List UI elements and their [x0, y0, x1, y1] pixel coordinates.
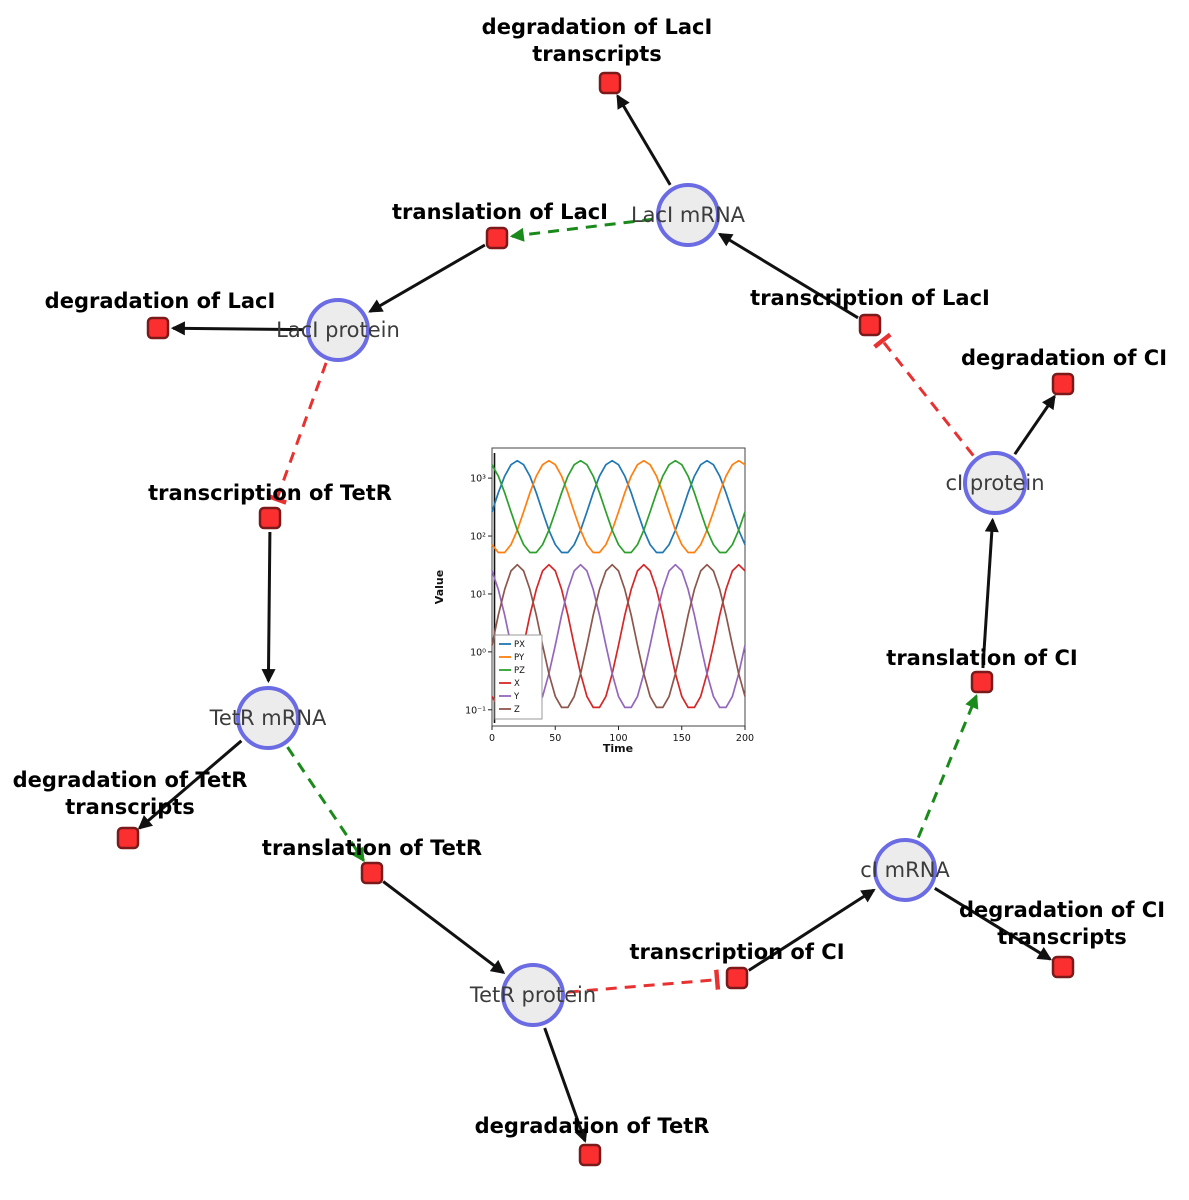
edge-inhibition-ci_protein-to-txn_laci: [873, 332, 975, 457]
y-tick-label: 10²: [470, 532, 486, 543]
legend-label-PZ: PZ: [514, 666, 525, 676]
reaction-node-deg_tetr_tx[interactable]: [116, 826, 140, 850]
reaction-node-deg_laci_tx[interactable]: [598, 71, 622, 95]
legend-label-PY: PY: [514, 653, 525, 663]
inset-timecourse-plot: Value Time 10⁻¹ 10⁰ 10¹ 10² 10³ 0 50 100 150 200 P…: [428, 438, 768, 760]
reaction-node-transl_ci[interactable]: [970, 670, 994, 694]
x-tick-label: 50: [549, 733, 561, 744]
edge-production-txn_laci-to-laci_mrna: [717, 232, 859, 320]
edge-modifier-ci_mrna-to-transl_ci: [916, 693, 979, 839]
x-tick-label: 150: [673, 733, 691, 744]
species-node-ci_mrna[interactable]: [873, 838, 937, 902]
legend-label-Z: Z: [514, 705, 520, 715]
edge-consumption-ci_mrna-to-deg_ci_tx: [934, 887, 1052, 961]
edge-consumption-ci_protein-to-deg_ci: [1013, 394, 1056, 456]
y-tick-label: 10³: [470, 474, 486, 485]
edge-inhibition-laci_protein-to-txn_tetr: [266, 362, 328, 505]
series-line-PZ: [491, 459, 746, 554]
y-axis-label: Value: [433, 570, 446, 604]
reaction-node-transl_laci[interactable]: [485, 226, 509, 250]
y-tick-label: 10⁻¹: [465, 705, 486, 716]
legend-label-X: X: [514, 679, 520, 689]
edge-inhibition-tetr_protein-to-txn_ci: [567, 969, 721, 994]
species-node-tetr_protein[interactable]: [501, 963, 565, 1027]
x-tick-label: 200: [736, 733, 754, 744]
species-node-laci_protein[interactable]: [306, 298, 370, 362]
reaction-node-transl_tetr[interactable]: [360, 861, 384, 885]
legend-label-Y: Y: [513, 692, 520, 702]
chart-axes: 10⁻¹ 10⁰ 10¹ 10² 10³ 0 50 100 150 200: [465, 447, 754, 744]
species-node-laci_mrna[interactable]: [656, 183, 720, 247]
reaction-node-deg_ci_tx[interactable]: [1051, 955, 1075, 979]
edge-consumption-laci_protein-to-deg_laci: [170, 321, 304, 336]
reaction-node-txn_laci[interactable]: [858, 313, 882, 337]
y-tick-label: 10¹: [470, 589, 486, 600]
x-axis-label: Time: [603, 742, 633, 755]
edges: [137, 94, 1056, 1143]
chart-series: [491, 459, 746, 709]
edge-consumption-laci_mrna-to-deg_laci_tx: [616, 94, 672, 186]
x-tick-label: 100: [609, 733, 627, 744]
reaction-node-deg_laci[interactable]: [146, 316, 170, 340]
edge-production-txn_tetr-to-tetr_mrna: [261, 531, 276, 684]
series-line-X: [491, 563, 746, 709]
edge-consumption-tetr_mrna-to-deg_tetr_tx: [137, 739, 243, 830]
plot-svg: Value Time 10⁻¹ 10⁰ 10¹ 10² 10³ 0 50 100 150 200 P…: [433, 447, 754, 755]
y-tick-label: 10⁰: [470, 647, 486, 658]
chart-legend: PX PY PZ XYZ: [494, 634, 543, 720]
reaction-node-deg_tetr[interactable]: [578, 1143, 602, 1167]
edge-consumption-tetr_protein-to-deg_tetr: [543, 1027, 588, 1143]
edge-modifier-laci_mrna-to-transl_laci: [509, 217, 654, 242]
reaction-node-txn_ci[interactable]: [725, 966, 749, 990]
edge-production-transl_tetr-to-tetr_protein: [382, 880, 506, 974]
series-line-PX: [491, 459, 746, 554]
species-node-ci_protein[interactable]: [963, 451, 1027, 515]
series-line-PY: [491, 459, 746, 554]
edge-production-transl_laci-to-laci_protein: [368, 243, 486, 313]
edge-production-txn_ci-to-ci_mrna: [747, 888, 876, 972]
reaction-node-txn_tetr[interactable]: [258, 506, 282, 530]
edge-production-transl_ci-to-ci_protein: [981, 517, 999, 669]
x-tick-label: 0: [489, 733, 495, 744]
edge-modifier-tetr_mrna-to-transl_tetr: [286, 746, 365, 863]
series-line-Z: [491, 563, 746, 709]
species-node-tetr_mrna[interactable]: [236, 686, 300, 750]
legend-label-PX: PX: [514, 640, 525, 650]
reaction-node-deg_ci[interactable]: [1051, 372, 1075, 396]
